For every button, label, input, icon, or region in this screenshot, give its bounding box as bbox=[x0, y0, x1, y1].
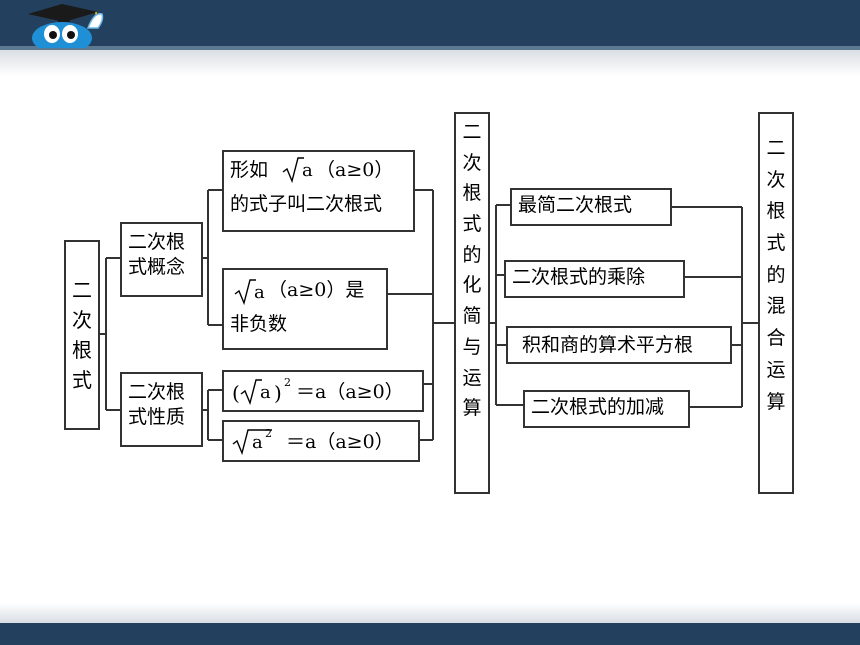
property-line1: 二次根 bbox=[128, 381, 186, 403]
mixed-char: 式 bbox=[766, 232, 786, 255]
simplify-char: 简 bbox=[462, 305, 482, 328]
root-char: 二 bbox=[72, 278, 92, 302]
definition-node: 形如 a （a≥0） 的式子叫二次根式 bbox=[222, 150, 415, 232]
definition-line2: 的式子叫二次根式 bbox=[230, 193, 383, 215]
ops-add-subtract-node: 二次根式的加减 bbox=[523, 390, 690, 428]
header-strip bbox=[0, 46, 860, 50]
mixed-char: 的 bbox=[766, 263, 786, 286]
simplify-char: 运 bbox=[462, 366, 482, 389]
mixed-char: 混 bbox=[766, 295, 786, 318]
mixed-char: 次 bbox=[766, 168, 786, 191]
formula1-rhs: ＝a（a≥0） bbox=[296, 381, 404, 403]
definition-condition: （a≥0） bbox=[316, 159, 394, 181]
nonnegative-node: a （a≥0）是 非负数 bbox=[222, 268, 388, 350]
formula2-radicand: a bbox=[252, 432, 263, 453]
formula2-exponent: 2 bbox=[265, 427, 272, 440]
radical-sign-icon bbox=[240, 379, 262, 406]
nonnegative-line2: 非负数 bbox=[230, 313, 288, 335]
nonnegative-radicand: a bbox=[254, 282, 265, 303]
property-formula-2: a 2 ＝a（a≥0） bbox=[222, 420, 420, 462]
mixed-char: 二 bbox=[766, 137, 786, 159]
footer-bar bbox=[0, 623, 860, 645]
mixed-char: 运 bbox=[766, 358, 786, 381]
ops-product-quotient-node: 积和商的算术平方根 bbox=[506, 326, 732, 364]
mascot-logo-icon bbox=[28, 4, 104, 48]
ops-simplest-node: 最简二次根式 bbox=[510, 188, 672, 226]
formula1-radicand: a bbox=[260, 382, 271, 403]
ops-product-quotient-label: 积和商的算术平方根 bbox=[522, 334, 694, 356]
header-bar bbox=[0, 0, 860, 46]
simplify-char: 式 bbox=[462, 213, 482, 236]
mixed-char: 根 bbox=[766, 200, 786, 223]
footer-shadow bbox=[0, 603, 860, 623]
concept-node: 二次根 式概念 bbox=[120, 222, 203, 297]
simplify-char: 次 bbox=[462, 151, 482, 174]
root-char: 根 bbox=[72, 338, 92, 362]
concept-line1: 二次根 bbox=[128, 231, 186, 253]
header-shadow bbox=[0, 50, 860, 76]
ops-multiply-label: 二次根式的乘除 bbox=[512, 266, 646, 288]
mixed-ops-node: 二 次 根 式 的 混 合 运 算 bbox=[758, 112, 794, 494]
simplify-char: 化 bbox=[462, 274, 482, 297]
formula1-exponent: 2 bbox=[284, 376, 291, 389]
simplify-char: 二 bbox=[462, 121, 482, 143]
ops-add-subtract-label: 二次根式的加减 bbox=[531, 396, 665, 418]
property-formula-1: ( a ) 2 ＝a（a≥0） bbox=[222, 370, 424, 412]
root-node: 二 次 根 式 bbox=[64, 240, 100, 430]
formula2-rhs: ＝a（a≥0） bbox=[286, 431, 394, 453]
definition-prefix: 形如 bbox=[230, 159, 269, 181]
radical-sign-icon bbox=[234, 279, 256, 306]
simplify-node: 二 次 根 式 的 化 简 与 运 算 bbox=[454, 112, 490, 494]
property-line2: 式性质 bbox=[128, 405, 186, 428]
property-node: 二次根 式性质 bbox=[120, 372, 203, 447]
mixed-char: 算 bbox=[766, 390, 786, 413]
simplify-char: 与 bbox=[462, 335, 482, 358]
nonnegative-condition: （a≥0）是 bbox=[268, 279, 365, 301]
concept-line2: 式概念 bbox=[128, 255, 186, 278]
formula1-open-paren: ( bbox=[232, 381, 240, 405]
simplify-char: 的 bbox=[462, 243, 482, 266]
ops-simplest-label: 最简二次根式 bbox=[518, 194, 633, 216]
ops-multiply-node: 二次根式的乘除 bbox=[504, 260, 685, 298]
radical-sign-icon bbox=[232, 429, 272, 456]
simplify-char: 算 bbox=[462, 397, 482, 420]
radical-sign-icon bbox=[282, 157, 304, 184]
root-char: 次 bbox=[72, 308, 92, 332]
definition-radicand: a bbox=[302, 160, 313, 181]
root-char: 式 bbox=[72, 368, 92, 392]
mixed-char: 合 bbox=[766, 327, 786, 350]
formula1-close-paren: ) bbox=[274, 381, 282, 405]
simplify-char: 根 bbox=[462, 182, 482, 205]
